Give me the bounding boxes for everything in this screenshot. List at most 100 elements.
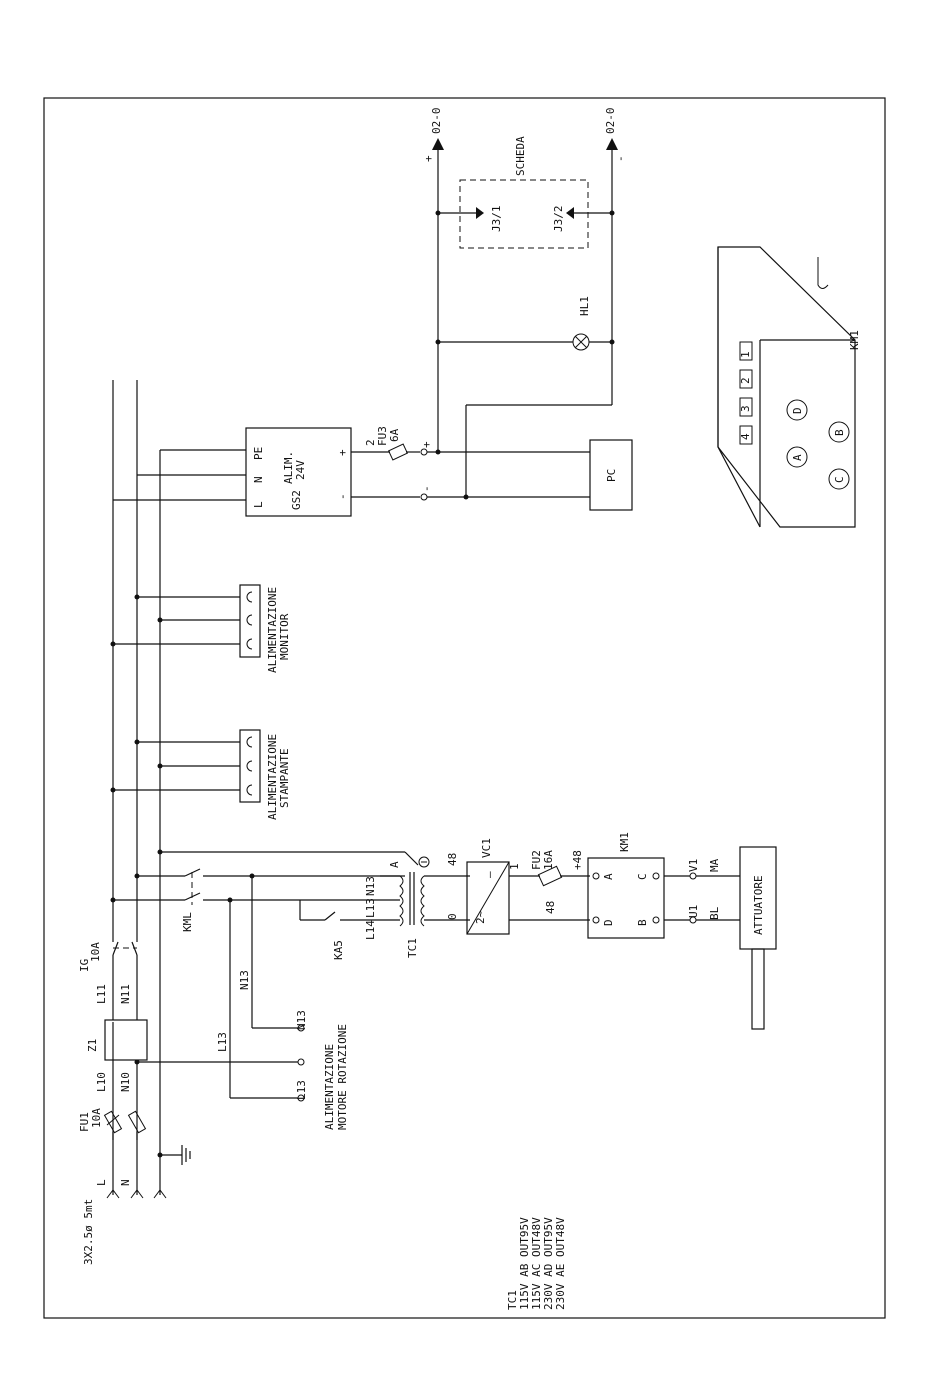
km1-drawing-label: KM1 bbox=[848, 330, 861, 350]
monitor-line2: MONITOR bbox=[278, 613, 291, 660]
fu3-num: 2 bbox=[364, 439, 377, 446]
printer-line1: ALIMENTAZIONE bbox=[266, 734, 279, 820]
km1-b: B bbox=[636, 919, 649, 926]
actuator-label: ATTUATORE bbox=[752, 875, 765, 935]
monitor-line1: ALIMENTAZIONE bbox=[266, 587, 279, 673]
n13-wire-label: N13 bbox=[238, 970, 251, 990]
fu3-label: FU3 bbox=[376, 426, 389, 446]
n10-label: N10 bbox=[119, 1072, 132, 1092]
km1-drawing bbox=[717, 246, 856, 528]
tc1-table-row: 115V AB OUT95V bbox=[518, 1217, 531, 1310]
ig-label: IG bbox=[78, 959, 91, 972]
out-minus: - bbox=[614, 155, 627, 162]
tc1-table-title: TC1 bbox=[506, 1290, 519, 1310]
pc-label: PC bbox=[605, 469, 618, 482]
l11-label: L11 bbox=[95, 984, 108, 1004]
mains-section bbox=[103, 380, 191, 1199]
motor-l13-terminal: L13 bbox=[295, 1080, 308, 1100]
vc1-ac: 2~ bbox=[474, 910, 487, 924]
vc1-label: VC1 bbox=[480, 838, 493, 858]
dc-output-section bbox=[432, 138, 618, 497]
km1-d: D bbox=[602, 919, 615, 926]
n11-label: N11 bbox=[119, 984, 132, 1004]
out-ref2: 02-0 bbox=[604, 108, 617, 135]
fu1-rating: 10A bbox=[90, 1108, 103, 1128]
vc1-in0: 0 bbox=[446, 913, 459, 920]
gs2-pe: PE bbox=[252, 447, 265, 460]
actuator bbox=[739, 846, 777, 1030]
motor-supply-line1: ALIMENTAZIONE bbox=[323, 1044, 336, 1130]
gs2-label: GS2 bbox=[290, 490, 303, 510]
tc1-tap-a: A bbox=[388, 861, 401, 868]
out-plus: + bbox=[422, 155, 435, 162]
km1-draw-a: A bbox=[791, 454, 804, 461]
vc1-in48: 48 bbox=[446, 853, 459, 866]
gs2-l: L bbox=[252, 501, 265, 508]
motor-supply-branch bbox=[134, 873, 305, 1102]
mains-l-label: L bbox=[95, 1179, 108, 1186]
km1-v1: V1 bbox=[687, 859, 700, 872]
mains-n-label: N bbox=[119, 1179, 132, 1186]
l13-wire-label: L13 bbox=[216, 1032, 229, 1052]
tc1-table-row: 230V AD OUT95V bbox=[542, 1217, 555, 1310]
out-plus-label: + bbox=[420, 441, 433, 448]
l10-label: L10 bbox=[95, 1072, 108, 1092]
fu3-rating: 6A bbox=[388, 428, 401, 442]
z1-filter bbox=[104, 1019, 148, 1061]
km1-u1: U1 bbox=[687, 905, 700, 918]
km1-block-label: KM1 bbox=[618, 832, 631, 852]
km1-t1: 1 bbox=[739, 351, 752, 358]
cable-label: 3X2.5ø 5mt bbox=[82, 1199, 95, 1265]
tc1-table-row: 115V AC OUT48V bbox=[530, 1217, 543, 1310]
gs2-n: N bbox=[252, 476, 265, 483]
bl-label: BL bbox=[708, 906, 721, 920]
gs2-minus: - bbox=[336, 493, 349, 500]
tc1-label: TC1 bbox=[406, 938, 419, 958]
gs2-line1: ALIM. bbox=[282, 451, 295, 484]
monitor-socket bbox=[110, 584, 261, 658]
out-ref1: 02-0 bbox=[430, 108, 443, 135]
ig-rating: 10A bbox=[89, 942, 102, 962]
gs2-line2: 24V bbox=[294, 460, 307, 480]
km1-draw-d: D bbox=[791, 407, 804, 414]
scheda-label: SCHEDA bbox=[514, 136, 527, 176]
vc1-out1: 1 bbox=[508, 863, 521, 870]
printer-line2: STAMPANTE bbox=[278, 748, 291, 808]
motor-n13-terminal: N13 bbox=[295, 1010, 308, 1030]
fu2-rating: 16A bbox=[542, 850, 555, 870]
vc1-rectifier bbox=[466, 861, 590, 935]
tc1-n13-label: N13 bbox=[364, 876, 377, 896]
kml-label: KML bbox=[181, 912, 194, 932]
tc1-table-row: 230V AE OUT48V bbox=[554, 1217, 567, 1310]
km1-draw-b: B bbox=[833, 429, 846, 436]
tc1-l14-label: L14 bbox=[364, 920, 377, 940]
vc1-dc: — bbox=[483, 871, 496, 878]
km1-c: C bbox=[636, 873, 649, 880]
ka5-label: KA5 bbox=[332, 940, 345, 960]
km1-t4: 4 bbox=[739, 433, 752, 440]
motor-supply-line2: MOTORE ROTAZIONE bbox=[336, 1024, 349, 1130]
km1-block bbox=[587, 857, 740, 939]
fu1-label: FU1 bbox=[78, 1112, 91, 1132]
fu2-v: +48 bbox=[571, 850, 584, 870]
j3-1-label: J3/1 bbox=[490, 206, 503, 233]
km1-t2: 2 bbox=[739, 377, 752, 384]
km1-a: A bbox=[602, 873, 615, 880]
kml-and-tc1 bbox=[110, 849, 470, 927]
sheet-border bbox=[43, 97, 886, 1319]
hl1-label: HL1 bbox=[578, 296, 591, 316]
z1-label: Z1 bbox=[86, 1039, 99, 1052]
j3-2-label: J3/2 bbox=[552, 206, 565, 233]
km1-draw-c: C bbox=[833, 476, 846, 483]
vc1-out48: 48 bbox=[544, 901, 557, 914]
fu2-label: FU2 bbox=[530, 850, 543, 870]
gs2-plus: + bbox=[336, 449, 349, 456]
ma-label: MA bbox=[708, 858, 721, 872]
km1-t3: 3 bbox=[739, 405, 752, 412]
gs2-power-supply bbox=[113, 427, 633, 517]
tc1-l13-label: L13 bbox=[364, 898, 377, 918]
printer-socket bbox=[110, 729, 261, 803]
out-minus-label: - bbox=[420, 485, 433, 492]
